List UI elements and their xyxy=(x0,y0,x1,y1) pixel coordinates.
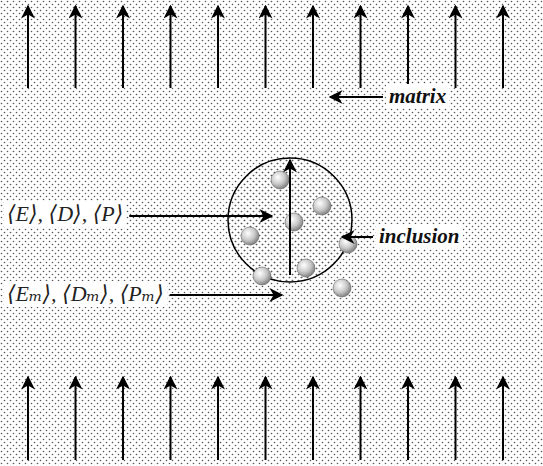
leader-line xyxy=(170,294,282,296)
field-arrow xyxy=(122,377,124,460)
field-arrow xyxy=(312,377,314,460)
field-arrow xyxy=(407,6,409,88)
field-arrow xyxy=(360,6,362,88)
field-arrow xyxy=(407,377,409,460)
field-arrow xyxy=(75,6,77,88)
field-arrow xyxy=(312,6,314,88)
field-arrow xyxy=(170,377,172,460)
inclusion-field-label: ⟨E⟩, ⟨D⟩, ⟨P⟩ xyxy=(4,201,126,226)
field-arrow xyxy=(455,377,457,460)
matrix-field-label: ⟨Eₘ⟩, ⟨Dₘ⟩, ⟨Pₘ⟩ xyxy=(4,281,167,306)
inclusion-label: inclusion xyxy=(376,224,463,248)
field-arrow xyxy=(217,6,219,88)
field-arrow xyxy=(217,377,219,460)
field-arrow xyxy=(170,6,172,88)
field-arrow xyxy=(455,6,457,88)
field-arrow xyxy=(265,6,267,88)
inclusion-circle xyxy=(228,158,352,282)
matrix-label: matrix xyxy=(386,84,449,108)
field-arrow xyxy=(502,6,504,88)
inner-field-arrow xyxy=(289,160,291,275)
particles xyxy=(241,171,357,297)
field-arrow xyxy=(360,377,362,460)
field-arrow xyxy=(27,377,29,460)
field-arrow xyxy=(265,377,267,460)
leader-line xyxy=(330,96,383,98)
field-arrow xyxy=(27,6,29,88)
field-arrow xyxy=(122,6,124,88)
field-arrows xyxy=(28,6,503,460)
leader-line xyxy=(129,215,272,217)
field-arrow xyxy=(75,377,77,460)
field-arrow xyxy=(502,377,504,460)
leader-line xyxy=(342,236,373,238)
